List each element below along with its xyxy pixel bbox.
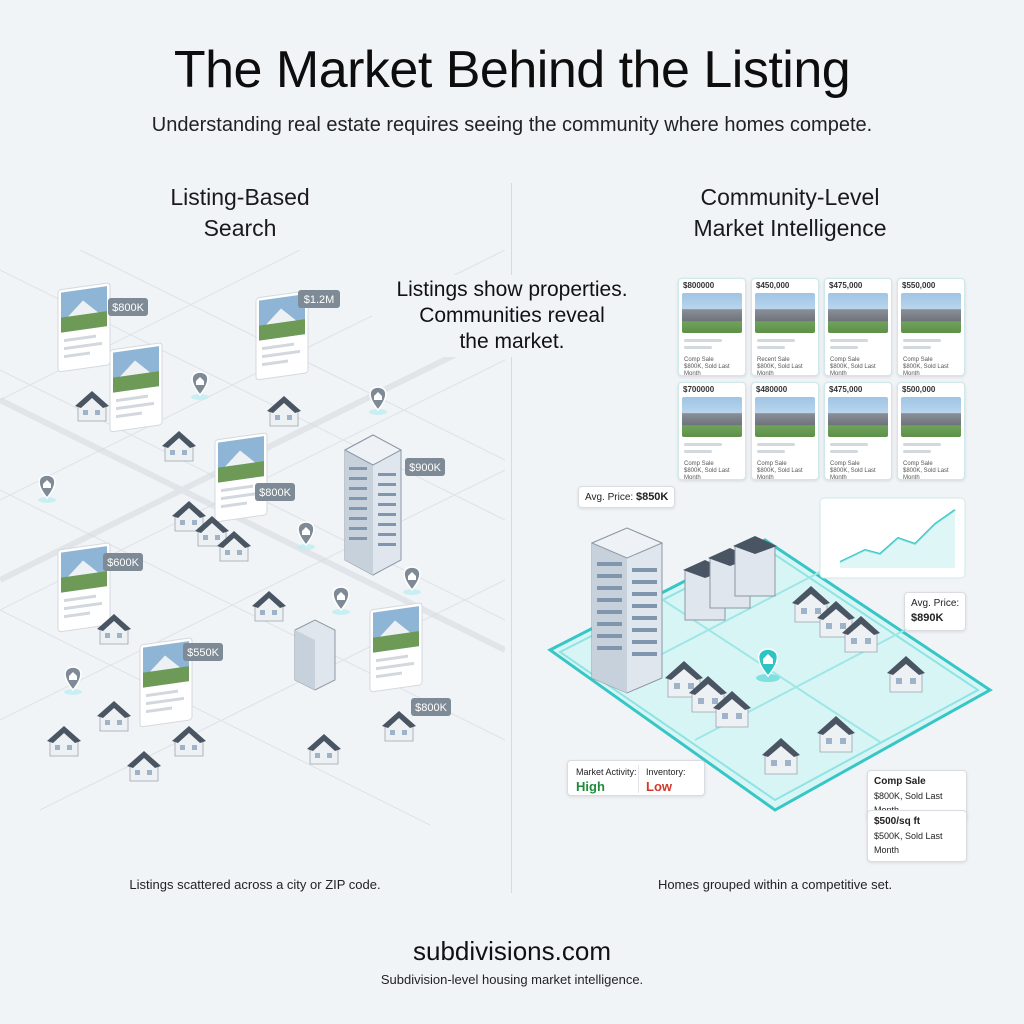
column-divider <box>511 183 512 893</box>
svg-text:$800K: $800K <box>112 302 144 314</box>
market-stats-panel: Market Activity: High Inventory: Low <box>567 760 705 796</box>
svg-text:$550K: $550K <box>187 647 219 659</box>
left-caption: Listings scattered across a city or ZIP … <box>129 877 381 892</box>
right-heading-line1: Community-Level <box>700 184 880 210</box>
center-statement: Listings show properties. Communities re… <box>372 275 652 357</box>
svg-text:$800K: $800K <box>259 487 291 499</box>
right-caption: Homes grouped within a competitive set. <box>657 877 893 892</box>
left-heading-line2: Search <box>203 215 277 241</box>
center-statement-line1: Listings show properties. <box>396 278 628 301</box>
price-per-sqft-panel: $500/sq ft $500K, Sold Last Month <box>867 810 967 862</box>
avg-price-label-left: Avg. Price: $850K <box>578 486 676 508</box>
chart-panel <box>819 497 966 579</box>
svg-text:$900K: $900K <box>409 462 441 474</box>
price-tags: $800K $1.2M $900K $800K $600K $550K $800… <box>103 290 451 716</box>
left-heading: Listing-Based Search <box>130 182 350 244</box>
center-statement-line2: Communities reveal <box>419 304 605 327</box>
svg-text:$600K: $600K <box>107 557 139 569</box>
svg-text:$1.2M: $1.2M <box>304 294 335 306</box>
brand-name[interactable]: subdivisions.com <box>413 936 611 966</box>
page-subtitle: Understanding real estate requires seein… <box>151 114 873 136</box>
right-heading-line2: Market Intelligence <box>693 215 887 241</box>
brand-tagline: Subdivision-level housing market intelli… <box>380 972 644 987</box>
svg-text:$800K: $800K <box>415 702 447 714</box>
right-heading: Community-Level Market Intelligence <box>660 182 920 244</box>
community-pin <box>756 648 780 682</box>
scattered-listings-illustration: $800K $1.2M $900K $800K $600K $550K $800… <box>0 250 505 826</box>
left-heading-line1: Listing-Based <box>170 184 310 210</box>
page-title: The Market Behind the Listing <box>173 41 851 99</box>
center-statement-line3: the market. <box>459 330 565 353</box>
avg-price-label-right: Avg. Price:$890K <box>904 592 967 631</box>
community-illustration <box>547 497 993 812</box>
